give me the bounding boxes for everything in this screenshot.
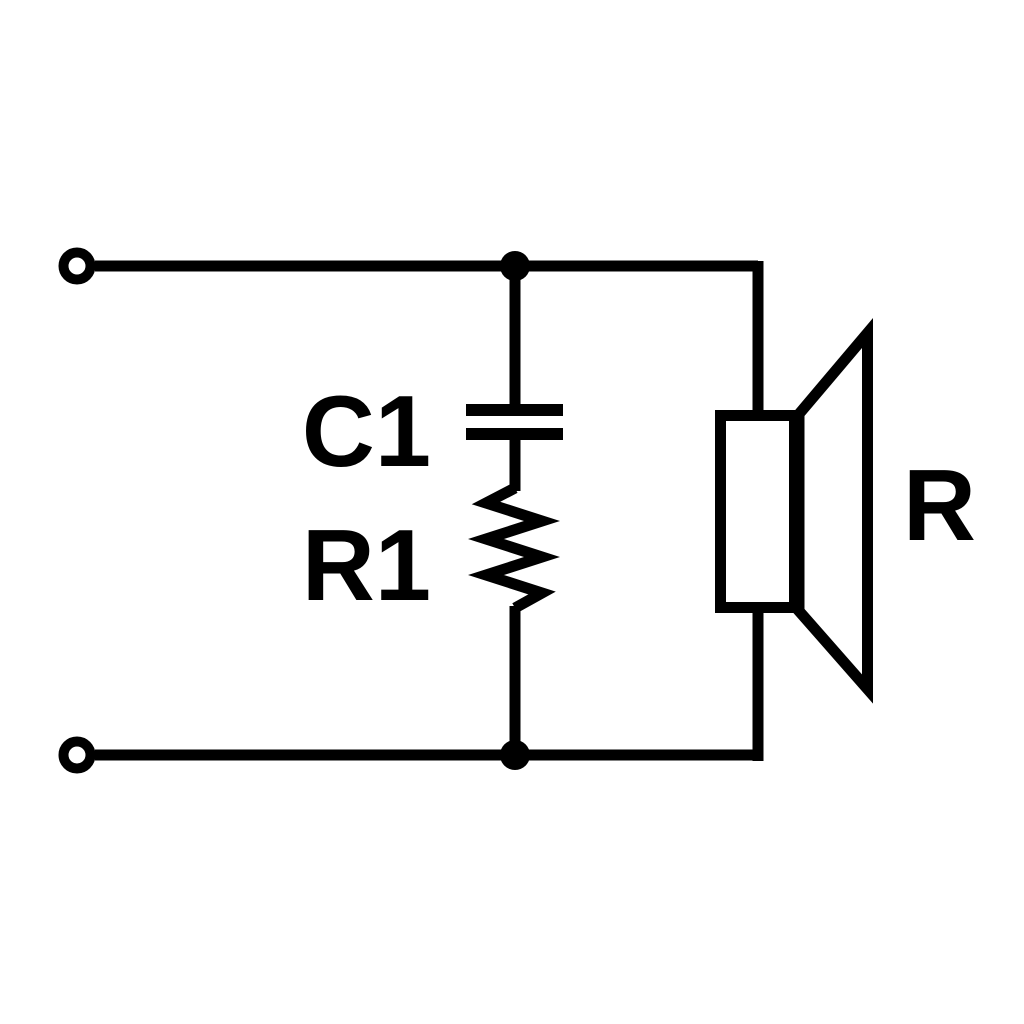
capacitor-label: C1	[302, 376, 431, 488]
capacitor-icon	[466, 404, 563, 440]
junctions	[500, 251, 530, 770]
speaker-cone	[793, 317, 873, 704]
junction-dot-top	[500, 251, 530, 281]
terminal-top-icon	[58, 247, 96, 285]
resistor-icon	[468, 483, 560, 613]
speaker-label: R	[903, 450, 976, 562]
resistor-label: R1	[302, 510, 431, 622]
speaker-icon	[715, 317, 873, 704]
terminal-bottom-icon	[58, 736, 96, 774]
junction-dot-bottom	[500, 740, 530, 770]
input-terminals	[58, 247, 96, 774]
speaker-driver-box	[715, 410, 800, 613]
